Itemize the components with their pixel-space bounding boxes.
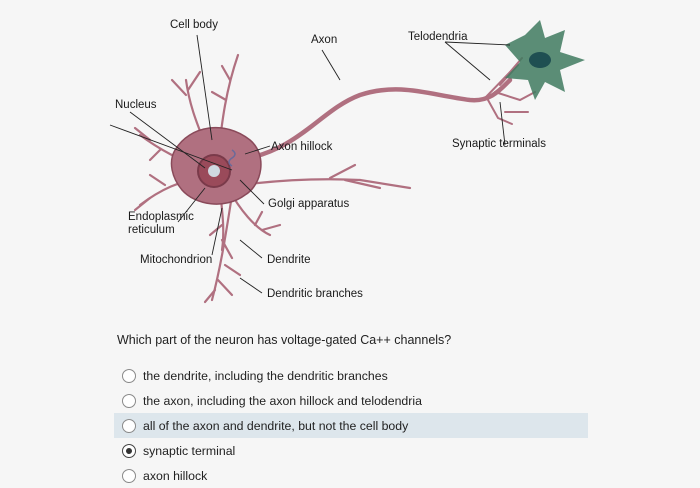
target-cell-nucleus <box>529 52 551 68</box>
option-axon[interactable]: the axon, including the axon hillock and… <box>118 388 588 413</box>
option-label: the axon, including the axon hillock and… <box>143 393 422 408</box>
golgi-shape <box>228 149 236 167</box>
option-label: the dendrite, including the dendritic br… <box>143 368 388 383</box>
label-axon-hillock: Axon hillock <box>271 141 333 153</box>
option-synaptic-terminal[interactable]: synaptic terminal <box>118 438 588 463</box>
label-endoplasmic: Endoplasmic <box>128 211 194 223</box>
nucleolus-shape <box>208 165 220 177</box>
label-golgi-apparatus: Golgi apparatus <box>268 198 349 210</box>
label-dendritic-branches: Dendritic branches <box>267 288 363 300</box>
label-cell-body: Cell body <box>170 19 218 31</box>
label-synaptic-terminals: Synaptic terminals <box>452 138 546 150</box>
label-nucleus: Nucleus <box>115 99 157 111</box>
option-label: synaptic terminal <box>143 443 236 458</box>
radio-icon[interactable] <box>122 468 136 483</box>
answer-options: the dendrite, including the dendritic br… <box>114 363 588 488</box>
option-axon-hillock[interactable]: axon hillock <box>118 463 588 488</box>
label-axon: Axon <box>311 34 337 46</box>
option-dendrite[interactable]: the dendrite, including the dendritic br… <box>118 363 588 388</box>
label-mitochondrion: Mitochondrion <box>140 254 212 266</box>
radio-selected-icon[interactable] <box>122 443 136 458</box>
label-pointers <box>109 34 511 294</box>
option-label: all of the axon and dendrite, but not th… <box>143 418 409 433</box>
label-telodendria: Telodendria <box>408 31 468 43</box>
option-axon-and-dendrite[interactable]: all of the axon and dendrite, but not th… <box>114 413 588 438</box>
question-text: Which part of the neuron has voltage-gat… <box>117 333 452 347</box>
axon-shape <box>237 77 513 163</box>
radio-icon[interactable] <box>122 368 136 383</box>
radio-icon[interactable] <box>122 393 136 408</box>
neuron-diagram: Cell body Axon Telodendria Nucleus Axon … <box>109 19 585 304</box>
radio-icon[interactable] <box>122 418 136 433</box>
label-dendrite: Dendrite <box>267 254 310 266</box>
label-reticulum: reticulum <box>128 224 175 236</box>
option-label: axon hillock <box>143 468 208 483</box>
